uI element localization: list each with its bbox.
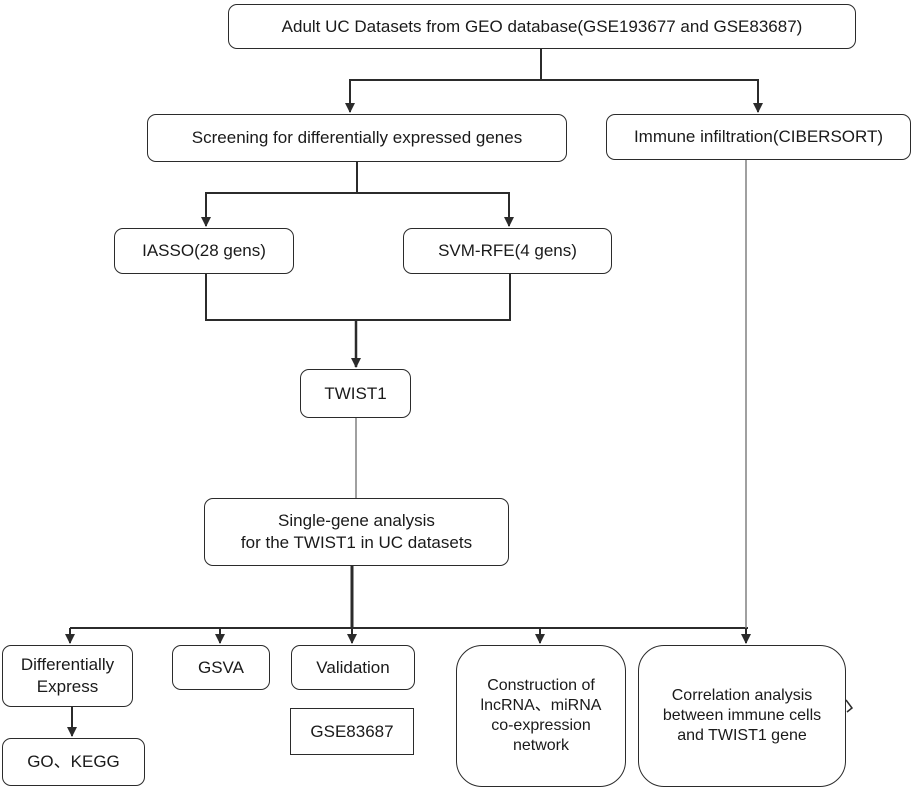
node-screening: Screening for differentially expressed g… xyxy=(147,114,567,162)
node-lncrna-line4: network xyxy=(512,737,570,754)
node-correlation-line2: between immune cells xyxy=(662,707,822,724)
node-diff-express-line2: Express xyxy=(36,677,99,696)
stray-arrowhead xyxy=(845,699,854,713)
node-immune-infiltration: Immune infiltration(CIBERSORT) xyxy=(606,114,911,160)
node-lasso: IASSO(28 gens) xyxy=(114,228,294,274)
node-screening-label: Screening for differentially expressed g… xyxy=(191,128,523,147)
node-svm-rfe: SVM-RFE(4 gens) xyxy=(403,228,612,274)
node-gse83687-label: GSE83687 xyxy=(310,721,394,741)
connector-datasets-immune xyxy=(541,79,763,113)
node-validation-label: Validation xyxy=(316,657,390,677)
node-datasets-label: Adult UC Datasets from GEO database(GSE1… xyxy=(281,16,803,36)
node-diff-express-line1: Differentially xyxy=(20,655,115,674)
node-lncrna-line3: co-expression xyxy=(491,717,591,734)
node-go-kegg-label: GO、KEGG xyxy=(27,752,120,771)
node-twist1-label: TWIST1 xyxy=(324,383,387,403)
node-correlation-line1: Correlation analysis xyxy=(671,687,813,704)
node-immune-label: Immune infiltration(CIBERSORT) xyxy=(633,127,884,146)
node-lncrna-line2: lncRNA、miRNA xyxy=(480,697,602,714)
node-single-gene-line2: for the TWIST1 in UC datasets xyxy=(240,533,473,552)
node-svm-label: SVM-RFE(4 gens) xyxy=(438,241,577,260)
node-gsva-label: GSVA xyxy=(198,657,244,677)
node-twist1: TWIST1 xyxy=(300,369,411,418)
node-lncrna-network: Construction of lncRNA、miRNA co-expressi… xyxy=(456,645,626,787)
node-validation: Validation xyxy=(291,645,415,690)
node-correlation-analysis: Correlation analysis between immune cell… xyxy=(638,645,846,787)
connector-screening-lasso xyxy=(201,162,358,227)
connector-lasso-merge xyxy=(205,274,511,321)
node-go-kegg: GO、KEGG xyxy=(2,738,145,786)
connector-datasets-split xyxy=(345,49,542,113)
node-single-gene-analysis: Single-gene analysis for the TWIST1 in U… xyxy=(204,498,509,566)
node-lncrna-line1: Construction of xyxy=(487,677,595,694)
node-lasso-label: IASSO(28 gens) xyxy=(142,241,266,260)
node-gse83687: GSE83687 xyxy=(290,708,414,755)
connector-screening-svm xyxy=(357,192,514,227)
node-single-gene-line1: Single-gene analysis xyxy=(278,511,435,530)
node-datasets: Adult UC Datasets from GEO database(GSE1… xyxy=(228,4,856,49)
node-differentially-express: Differentially Express xyxy=(2,645,133,707)
node-gsva: GSVA xyxy=(172,645,270,690)
node-correlation-line3: and TWIST1 gene xyxy=(677,727,807,744)
